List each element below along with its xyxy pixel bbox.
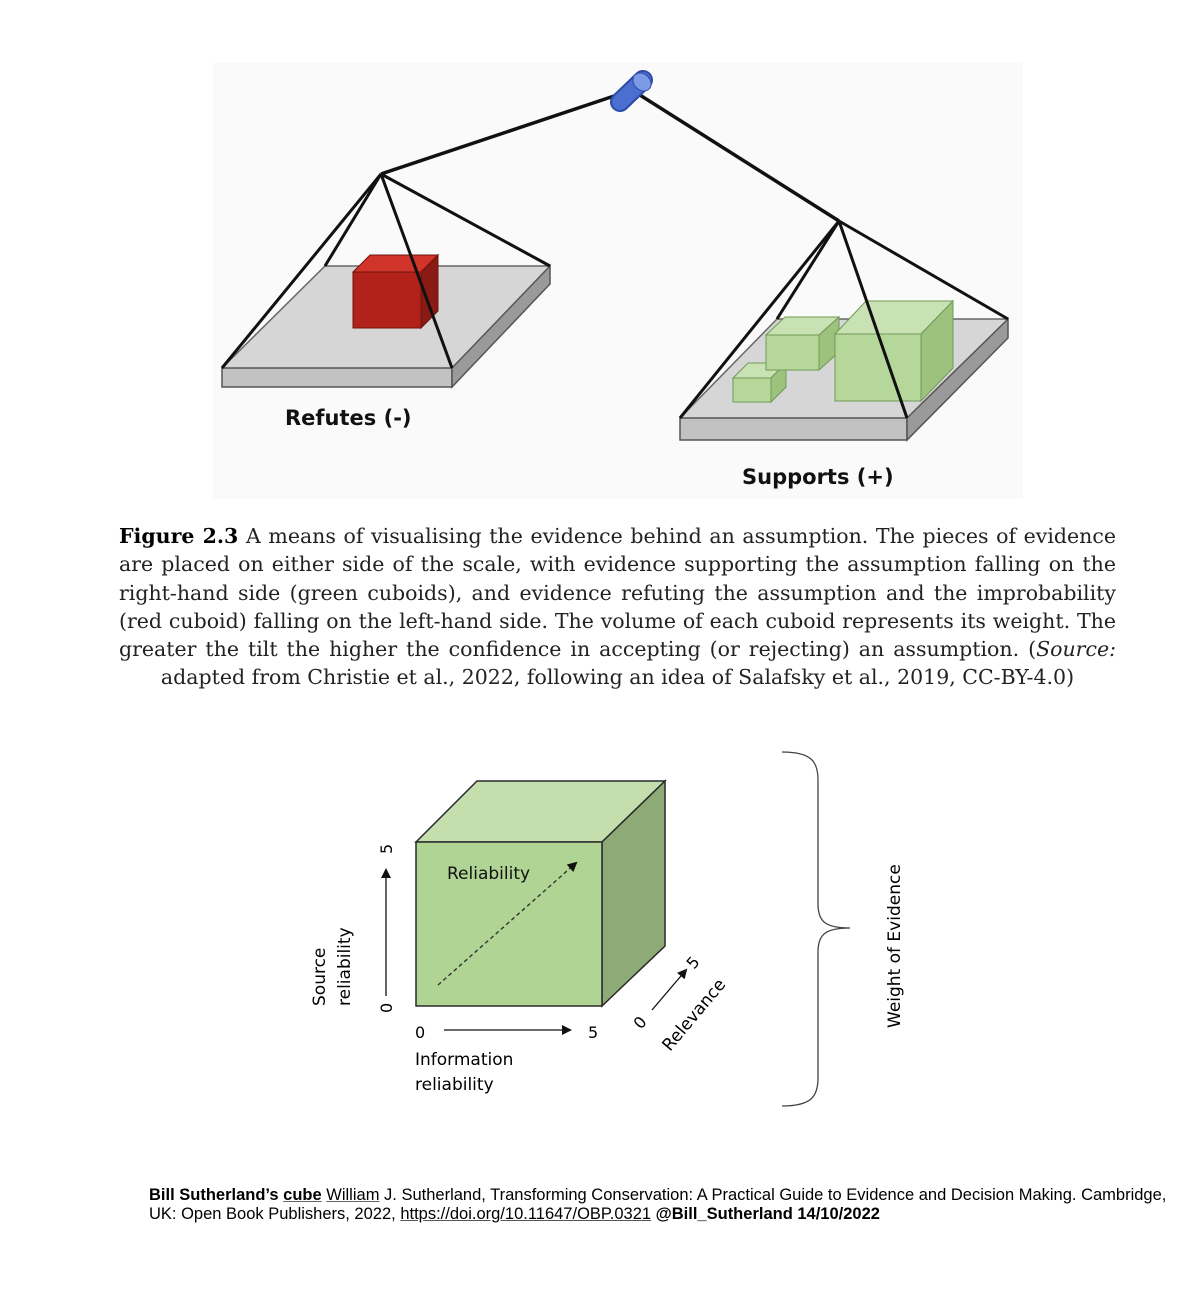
green-support-cuboid-large xyxy=(833,299,955,403)
red-refute-cuboid xyxy=(351,253,440,330)
reliability-label: Reliability xyxy=(447,864,530,884)
cube xyxy=(414,779,667,1008)
z-axis-max: 5 xyxy=(683,953,704,973)
y-axis-min: 0 xyxy=(377,1003,396,1013)
reliability-diagonal-arrow xyxy=(437,861,578,986)
citation-footer: Bill Sutherland’s cube William J. Suther… xyxy=(149,1186,1169,1224)
z-axis-arrow xyxy=(651,968,688,1011)
citation-text: J. Sutherland, Transforming Conservation… xyxy=(149,1186,1167,1223)
weight-brace xyxy=(781,751,851,1107)
balance-scale-figure: Refutes (-) Supports (+) xyxy=(213,63,1023,499)
green-support-cuboid-medium xyxy=(764,315,841,372)
refutes-label: Refutes (-) xyxy=(285,406,412,430)
z-axis: 0 5 Relevance xyxy=(630,953,731,1056)
pivot-cylinder xyxy=(610,70,653,112)
caption-text-2: adapted from Christie et al., 2022, foll… xyxy=(160,665,1075,690)
green-support-cuboid-small xyxy=(731,361,788,404)
y-axis-label-line2: reliability xyxy=(335,927,355,1006)
x-axis-min: 0 xyxy=(415,1023,425,1042)
supports-label: Supports (+) xyxy=(742,465,894,489)
caption-text-1: A means of visualising the evidence behi… xyxy=(119,524,1116,662)
scale-beam xyxy=(380,88,840,223)
reliability-cube-diagram: Reliability 0 5 Information reliability … xyxy=(310,751,905,1107)
y-axis-max: 5 xyxy=(377,844,396,854)
x-axis-label-line1: Information xyxy=(415,1050,513,1070)
x-axis-max: 5 xyxy=(588,1023,598,1042)
cube-link[interactable]: cube xyxy=(283,1186,322,1204)
z-axis-label: Relevance xyxy=(659,975,731,1055)
william-link[interactable]: William xyxy=(326,1186,380,1204)
scale-ropes xyxy=(220,172,1009,419)
caption-source-label: Source: xyxy=(1036,637,1116,662)
figure-label: Figure 2.3 xyxy=(119,524,239,548)
y-axis: 0 5 Source reliability xyxy=(310,844,396,1013)
x-axis-label-line2: reliability xyxy=(415,1075,494,1095)
weight-of-evidence-label: Weight of Evidence xyxy=(885,864,905,1028)
handle-date: @Bill_Sutherland 14/10/2022 xyxy=(655,1205,880,1223)
z-axis-min: 0 xyxy=(630,1013,651,1033)
y-axis-label-line1: Source xyxy=(310,948,330,1006)
figure-caption: Figure 2.3 A means of visualising the ev… xyxy=(119,522,1116,692)
doi-link[interactable]: https://doi.org/10.11647/OBP.0321 xyxy=(400,1205,652,1223)
author-bold: Bill Sutherland’s xyxy=(149,1186,279,1204)
